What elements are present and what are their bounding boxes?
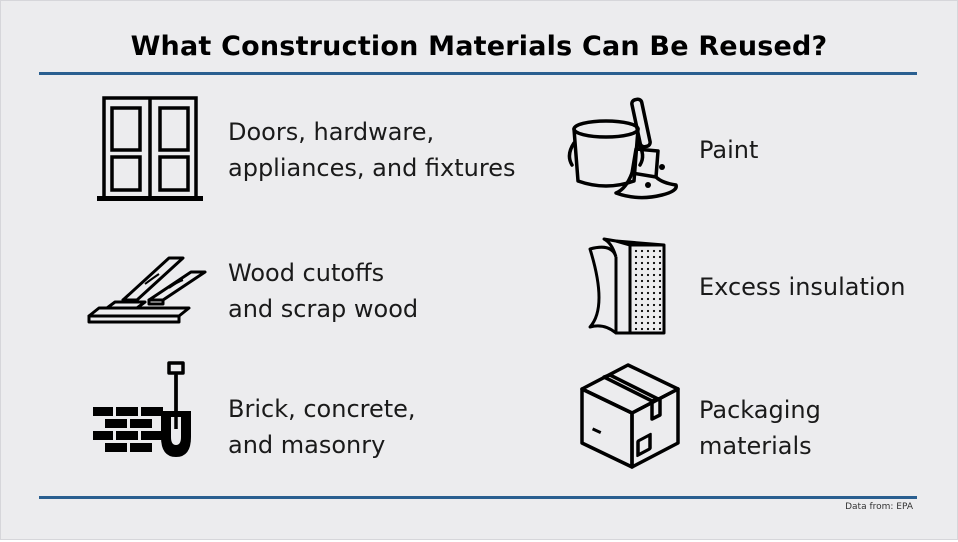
source-note: Data from: EPA xyxy=(845,502,913,512)
brick-shovel-icon xyxy=(91,361,205,461)
door-icon xyxy=(97,95,203,203)
item-label-brick: Brick, concrete, and masonry xyxy=(228,395,416,459)
paint-bucket-icon xyxy=(566,93,688,205)
page-title: What Construction Materials Can Be Reuse… xyxy=(130,31,828,62)
bottom-divider xyxy=(39,496,917,499)
wood-planks-icon xyxy=(87,254,207,326)
cardboard-box-icon xyxy=(578,361,682,471)
top-divider xyxy=(39,72,917,75)
item-label-doors: Doors, hardware, appliances, and fixture… xyxy=(228,118,516,182)
item-label-insulation: Excess insulation xyxy=(699,273,906,301)
insulation-icon xyxy=(586,237,670,335)
item-label-wood: Wood cutoffs and scrap wood xyxy=(228,259,419,323)
item-label-paint: Paint xyxy=(699,136,759,164)
item-label-packaging: Packaging materials xyxy=(699,396,821,460)
